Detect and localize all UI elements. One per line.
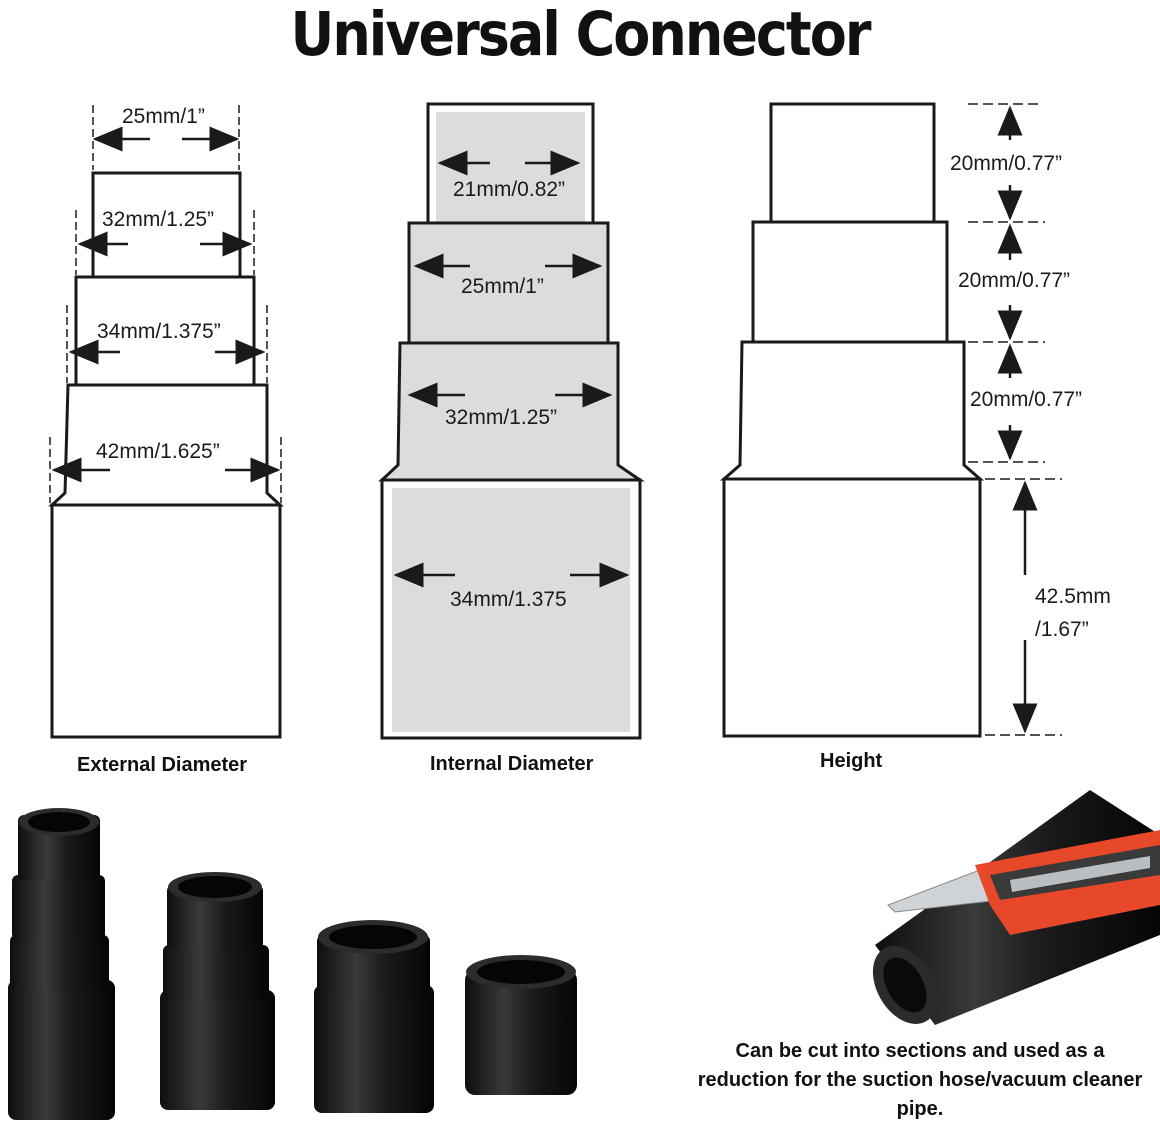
internal-dim-4: 34mm/1.375 <box>450 588 567 611</box>
utility-knife-photo <box>887 830 1160 935</box>
external-dim-3: 34mm/1.375” <box>97 320 221 343</box>
connector-medium-photo <box>160 872 275 1110</box>
external-dimension-lines <box>49 105 282 503</box>
external-dim-1: 25mm/1” <box>122 105 205 128</box>
height-dim-3: 20mm/0.77” <box>970 388 1083 411</box>
internal-diameter-diagram <box>378 102 645 740</box>
connector-small-photo <box>314 920 434 1113</box>
usage-note: Can be cut into sections and used as a r… <box>697 1040 1143 1120</box>
page-title: Universal Connector <box>290 0 872 70</box>
height-dim-base-1: 42.5mm <box>1035 585 1111 608</box>
internal-diameter-caption: Internal Diameter <box>430 753 594 775</box>
external-arrows <box>51 126 281 483</box>
internal-dim-3: 32mm/1.25” <box>445 406 558 429</box>
external-diameter-caption: External Diameter <box>77 754 248 776</box>
internal-dim-1: 21mm/0.82” <box>453 178 566 201</box>
external-dim-4: 42mm/1.625” <box>96 440 220 463</box>
internal-dim-2: 25mm/1” <box>461 275 544 298</box>
height-dim-2: 20mm/0.77” <box>958 269 1071 292</box>
height-diagram <box>720 102 984 738</box>
connector-smallest-photo <box>465 955 577 1095</box>
height-arrows <box>997 105 1038 734</box>
height-caption: Height <box>820 750 883 772</box>
external-diameter-diagram <box>48 171 284 739</box>
external-dim-2: 32mm/1.25” <box>102 208 215 231</box>
height-dim-base-2: /1.67” <box>1035 618 1089 641</box>
internal-arrows <box>393 150 630 588</box>
height-dim-1: 20mm/0.77” <box>950 152 1063 175</box>
height-dimension-lines <box>968 103 1062 736</box>
connector-large-photo <box>8 808 115 1120</box>
